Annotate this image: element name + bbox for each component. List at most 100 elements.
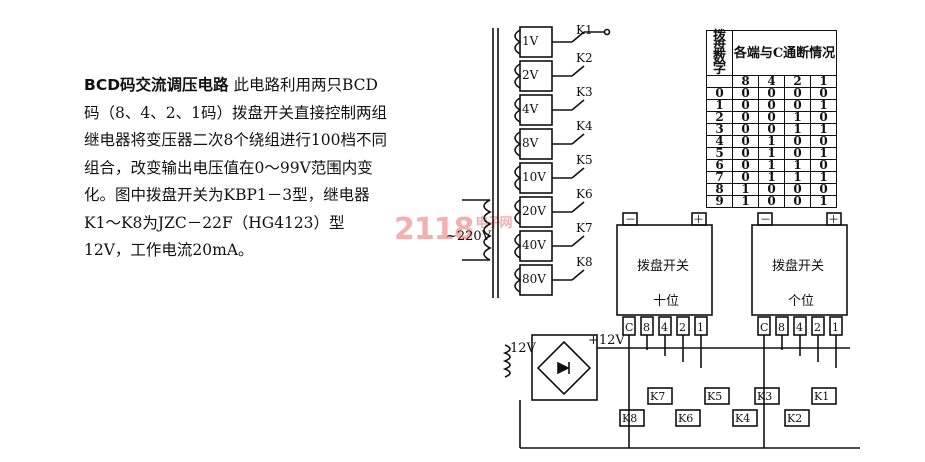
description: BCD码交流调压电路 此电路利用两只BCD码（8、4、2、1码）拨盘开关直接控制… bbox=[84, 72, 389, 265]
coil-label: K6 bbox=[678, 412, 693, 425]
relay-label: K1 bbox=[576, 23, 593, 37]
table-cell: 0 bbox=[784, 195, 811, 208]
relay-label: K3 bbox=[576, 85, 593, 99]
pin-label: 4 bbox=[796, 321, 803, 334]
relay-contact bbox=[571, 235, 585, 247]
table-corner-bottom: 数字 bbox=[712, 51, 726, 77]
pin-label: C bbox=[760, 321, 768, 334]
bridge-box bbox=[531, 334, 598, 401]
switch-title: 拨盘开关 bbox=[772, 258, 824, 274]
winding-label: 10V bbox=[522, 170, 546, 184]
plus12-label: +12V bbox=[588, 333, 625, 348]
coil-label: K3 bbox=[757, 390, 772, 403]
relay-contact bbox=[571, 133, 585, 145]
pin-label: 1 bbox=[832, 321, 839, 334]
coil-label: K1 bbox=[814, 390, 829, 403]
output-terminal bbox=[603, 28, 611, 36]
minus-sign: － bbox=[760, 213, 771, 226]
minus-sign: － bbox=[625, 213, 636, 226]
relay-contact bbox=[571, 99, 585, 111]
relay-coil bbox=[704, 387, 730, 405]
pin-label: 8 bbox=[778, 321, 785, 334]
relay-contact bbox=[571, 65, 585, 77]
table-cell: 0 bbox=[758, 195, 785, 208]
rectifier-coil bbox=[502, 344, 511, 378]
relay-coil bbox=[732, 409, 758, 427]
control-wires bbox=[620, 335, 850, 448]
relay-coil bbox=[811, 387, 837, 405]
plus-terminal bbox=[691, 212, 707, 226]
pin-label: 8 bbox=[643, 321, 650, 334]
table-corner-top: 拨盘 bbox=[712, 29, 726, 55]
relay-contact bbox=[571, 269, 585, 281]
winding-label: 20V bbox=[522, 204, 546, 218]
pin-label: 2 bbox=[814, 321, 821, 334]
winding-label: 80V bbox=[522, 272, 546, 286]
relay-label: K2 bbox=[576, 51, 593, 65]
plus-sign: ＋ bbox=[828, 213, 839, 226]
relay-coil bbox=[675, 409, 701, 427]
pin-label: 2 bbox=[679, 321, 686, 334]
relay-label: K6 bbox=[576, 187, 593, 201]
winding-label: 1V bbox=[522, 34, 539, 48]
minus-terminal bbox=[622, 212, 638, 226]
relay-label: K8 bbox=[576, 255, 593, 269]
winding-label: 8V bbox=[522, 136, 539, 150]
relay-contact bbox=[571, 31, 585, 43]
diode-icon bbox=[557, 361, 570, 375]
plus-sign: ＋ bbox=[693, 213, 704, 226]
pin-label: 1 bbox=[697, 321, 704, 334]
relay-coil bbox=[619, 409, 645, 427]
coil-label: K8 bbox=[622, 412, 637, 425]
table-cell: 1 bbox=[810, 171, 837, 184]
table-cell: 1 bbox=[810, 123, 837, 136]
description-body: 此电路利用两只BCD码（8、4、2、1码）拨盘开关直接控制两组继电器将变压器二次… bbox=[84, 76, 387, 259]
table-cell: 1 bbox=[732, 195, 759, 208]
plus-terminal bbox=[826, 212, 842, 226]
switch-digit: 个位 bbox=[788, 294, 814, 309]
secondary-windings: 1V K1 2V K2 4V K3 8V K4 10V K5 20V K6 40V K7 80V K8 bbox=[514, 23, 611, 296]
relay-label: K5 bbox=[576, 153, 593, 167]
bridge-diamond bbox=[536, 340, 592, 396]
relay-coil bbox=[784, 409, 810, 427]
coil-label: K5 bbox=[707, 390, 722, 403]
winding-label: 40V bbox=[522, 238, 546, 252]
watermark-main: 2118 bbox=[394, 212, 474, 247]
relay-label: K4 bbox=[576, 119, 593, 133]
coil-label: K7 bbox=[650, 390, 665, 403]
relay-contact bbox=[571, 167, 585, 179]
switch-title: 拨盘开关 bbox=[637, 258, 689, 274]
table-corner: 拨盘数字 bbox=[706, 29, 733, 77]
coil-label: K2 bbox=[787, 412, 802, 425]
winding-label: 4V bbox=[522, 102, 539, 116]
table-cell: 1 bbox=[810, 195, 837, 208]
relay-label: K7 bbox=[576, 221, 593, 235]
relay-coil bbox=[647, 387, 673, 405]
pin-label: C bbox=[625, 321, 633, 334]
coil-label: K4 bbox=[735, 412, 750, 425]
primary-label: ~220V bbox=[446, 229, 492, 244]
winding-label: 2V bbox=[522, 68, 539, 82]
table-title: 各端与C通断情况 bbox=[732, 30, 837, 76]
secondary-12v-label: 12V bbox=[510, 341, 537, 356]
switch-body bbox=[751, 224, 848, 316]
minus-terminal bbox=[757, 212, 773, 226]
primary-coil bbox=[483, 199, 492, 261]
table-cell: 9 bbox=[706, 195, 733, 208]
relay-contact bbox=[571, 201, 585, 213]
pin-label: 4 bbox=[661, 321, 668, 334]
description-title: BCD码交流调压电路 bbox=[84, 76, 229, 94]
switch-digit: 十位 bbox=[653, 294, 679, 309]
